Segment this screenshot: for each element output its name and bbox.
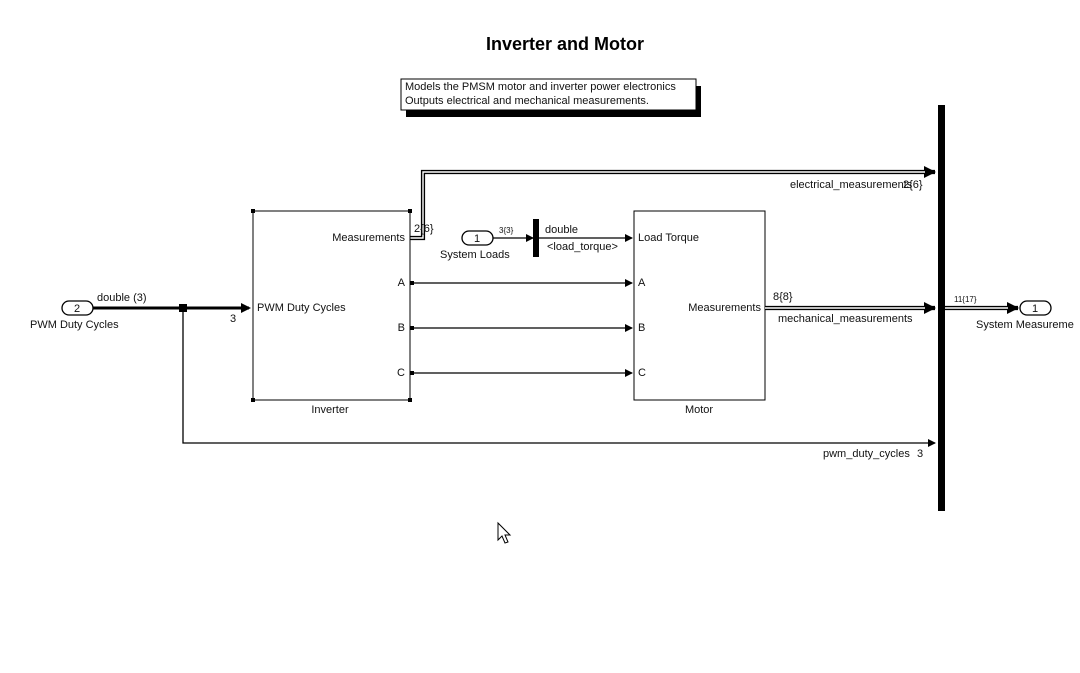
load-signal-name: <load_torque>	[547, 241, 618, 253]
inverter-input-port-label: PWM Duty Cycles	[257, 302, 346, 314]
output-bus-dim: 11{17}	[954, 295, 977, 304]
pwm-line[interactable]	[93, 303, 251, 313]
bus-creator[interactable]	[938, 105, 945, 511]
system-loads-port-number: 1	[474, 233, 480, 245]
motor-input-c: C	[638, 367, 646, 379]
pwm-signal-label: double (3)	[97, 292, 147, 304]
pwm-duty-cycles-label: PWM Duty Cycles	[30, 319, 119, 331]
annotation-box[interactable]: Models the PMSM motor and inverter power…	[400, 78, 701, 117]
system-loads-dim: 3{3}	[499, 226, 514, 235]
system-measurements-outport[interactable]: 1	[1019, 300, 1052, 316]
phase-b-line[interactable]	[410, 324, 633, 332]
annotation-line-1: Models the PMSM motor and inverter power…	[405, 81, 676, 93]
electrical-bus-line[interactable]	[410, 166, 936, 241]
system-loads-inport[interactable]: 1	[461, 230, 494, 246]
inverter-name: Inverter	[311, 404, 349, 416]
mechanical-measurements-label: mechanical_measurements	[778, 313, 913, 325]
pwm-bus-label: pwm_duty_cycles	[823, 448, 910, 460]
inverter-measurements-dim: 2{6}	[414, 223, 434, 235]
motor-measurements-dim: 8{8}	[773, 291, 793, 303]
pwm-duty-cycles-inport[interactable]: 2	[61, 300, 94, 316]
motor-name: Motor	[685, 404, 713, 416]
inverter-output-c: C	[397, 367, 405, 379]
system-measurements-label: System Measureme	[976, 319, 1074, 331]
pwm-branch-line[interactable]	[182, 308, 936, 447]
inverter-input-dim: 3	[230, 313, 236, 325]
annotation-line-2: Outputs electrical and mechanical measur…	[405, 95, 649, 107]
inverter-block[interactable]: PWM Duty Cycles Measurements A B C	[251, 209, 412, 402]
electrical-measurements-label: electrical_measurements	[790, 179, 913, 191]
motor-input-load-torque: Load Torque	[638, 232, 699, 244]
system-loads-label: System Loads	[440, 249, 510, 261]
pwm-port-number: 2	[74, 303, 80, 315]
inverter-output-b: B	[398, 322, 405, 334]
inverter-output-a: A	[398, 277, 406, 289]
pwm-bus-dim: 3	[917, 448, 923, 460]
bus-selector[interactable]	[533, 219, 539, 257]
mouse-cursor-icon	[497, 521, 512, 544]
motor-input-b: B	[638, 322, 645, 334]
inverter-output-measurements: Measurements	[332, 232, 405, 244]
diagram-title: Inverter and Motor	[486, 34, 644, 54]
motor-block[interactable]: Load Torque A B C Measurements	[633, 210, 766, 401]
outport-number: 1	[1032, 303, 1038, 315]
motor-output-measurements: Measurements	[688, 302, 761, 314]
load-signal-type: double	[545, 224, 578, 236]
phase-c-line[interactable]	[410, 369, 633, 377]
motor-input-a: A	[638, 277, 646, 289]
electrical-measurements-dim: 2{6}	[903, 179, 923, 191]
phase-a-line[interactable]	[410, 279, 633, 287]
